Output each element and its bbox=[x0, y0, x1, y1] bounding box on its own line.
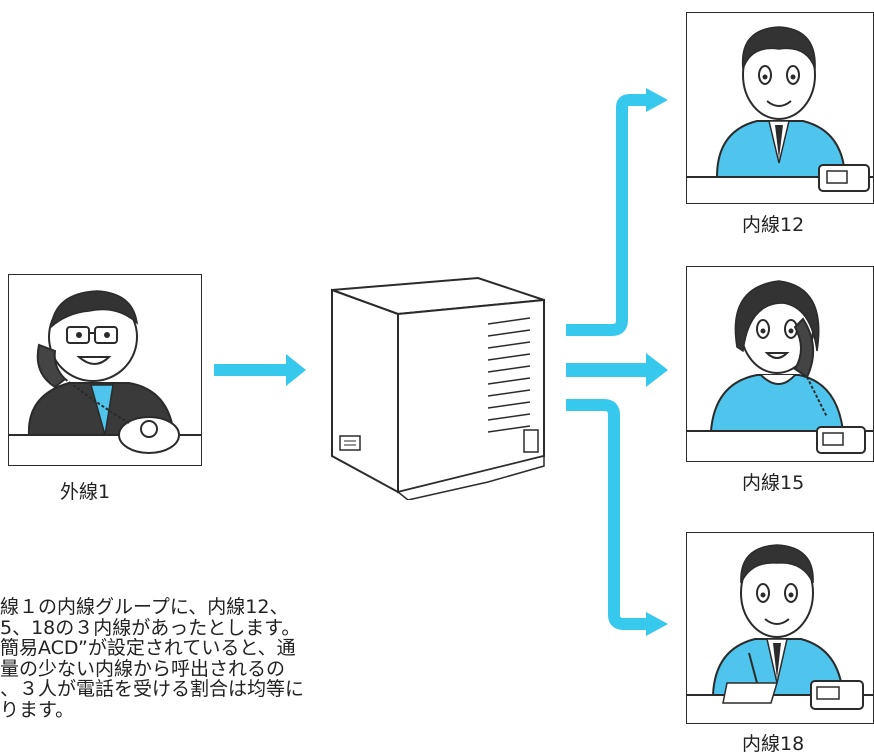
description-line: 、３人が電話を受ける割合は均等に bbox=[0, 679, 305, 700]
description-line: 量の少ない内線から呼出されるの bbox=[0, 658, 286, 679]
description-line: 5、18の３内線があったとします。 bbox=[0, 617, 301, 638]
extension-18-panel bbox=[686, 532, 874, 724]
caller-label: 外線1 bbox=[60, 481, 111, 503]
arrow-to-ext15 bbox=[566, 353, 668, 387]
operator-male-writing-icon bbox=[687, 544, 873, 710]
extension-18-label: 内線18 bbox=[742, 733, 805, 755]
arrow-caller-to-pbx bbox=[214, 354, 306, 386]
extension-12-label: 内線12 bbox=[742, 214, 805, 236]
caller-panel bbox=[8, 274, 202, 466]
operator-male-icon bbox=[687, 26, 873, 192]
description-line: ります。 bbox=[0, 699, 75, 720]
extension-15-panel bbox=[686, 266, 874, 462]
description-line: 簡易ACD”が設定されていると、通 bbox=[0, 638, 296, 659]
description-line: 線１の内線グループに、内線12、 bbox=[0, 597, 289, 618]
arrow-to-ext18 bbox=[566, 399, 648, 630]
arrow-to-ext12 bbox=[566, 94, 648, 336]
caller-with-phone-icon bbox=[9, 290, 201, 454]
description-text: 線１の内線グループに、内線12、 5、18の３内線があったとします。 簡易ACD… bbox=[0, 597, 380, 720]
pbx-unit-icon bbox=[331, 276, 545, 500]
extension-15-label: 内線15 bbox=[742, 472, 805, 494]
extension-12-panel bbox=[686, 12, 874, 204]
operator-female-icon bbox=[687, 280, 873, 454]
